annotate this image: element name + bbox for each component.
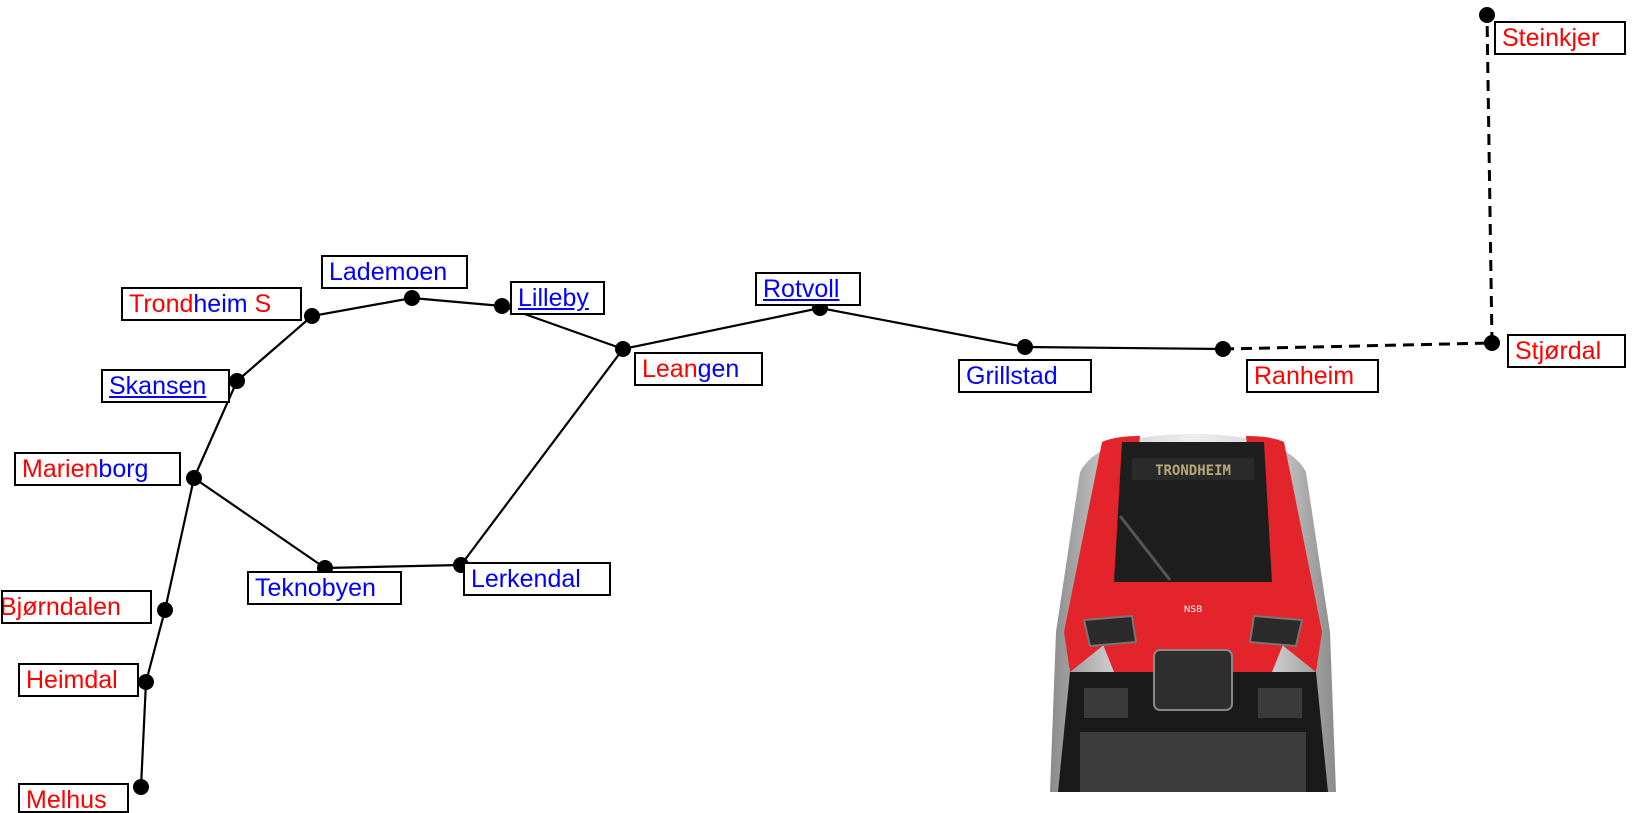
- label-bjorndalen[interactable]: Bjørndalen: [1, 590, 152, 624]
- dot-lademoen: [404, 290, 420, 306]
- line-stjordal-steinkjer-dashed: [1485, 14, 1494, 344]
- station-name-part: S: [247, 290, 272, 318]
- train-coupler: [1153, 649, 1233, 711]
- dot-skansen: [229, 373, 245, 389]
- station-name-part: Skansen: [109, 372, 207, 400]
- line-teknobyen-lerkendal: [324, 563, 462, 570]
- label-lilleby[interactable]: Lilleby: [510, 281, 605, 315]
- label-skansen[interactable]: Skansen: [101, 369, 230, 403]
- dot-grillstad: [1017, 339, 1033, 355]
- dot-lilleby: [494, 298, 510, 314]
- label-stjordal[interactable]: Stjørdal: [1507, 334, 1626, 368]
- train-logo: NSB: [1184, 605, 1203, 615]
- station-name-part: Ranheim: [1254, 362, 1355, 390]
- label-lerkendal[interactable]: Lerkendal: [463, 562, 611, 596]
- station-name-part: gen: [697, 355, 740, 383]
- label-trondheim-s[interactable]: Trondheim S: [121, 287, 302, 321]
- train-grille-right: [1258, 688, 1302, 718]
- label-rotvoll[interactable]: Rotvoll: [755, 272, 861, 306]
- station-name-part: Trond: [129, 290, 194, 318]
- line-lerkendal-leangen: [460, 348, 624, 566]
- station-name-part: Lademoen: [329, 258, 448, 286]
- rail-lines: [139, 14, 1494, 788]
- label-teknobyen[interactable]: Teknobyen: [247, 571, 402, 605]
- dot-stjordal: [1484, 335, 1500, 351]
- label-grillstad[interactable]: Grillstad: [958, 359, 1092, 393]
- station-name-part: heim: [193, 290, 248, 318]
- line-leangen-ranheim: [622, 306, 1224, 351]
- line-marienborg-teknobyen: [193, 477, 326, 569]
- label-marienborg[interactable]: Marienborg: [14, 452, 181, 486]
- station-name-part: Bjørndalen: [1, 593, 121, 621]
- line-marienborg-melhus: [139, 477, 196, 788]
- line-ranheim-stjordal-dashed: [1222, 341, 1493, 351]
- train-destination-sign: TRONDHEIM: [1155, 463, 1231, 479]
- train-headlight-left: [1082, 614, 1138, 648]
- train-sign-panel: [1132, 458, 1254, 480]
- station-name-part: Steinkjer: [1502, 24, 1600, 52]
- station-name-part: Lerkendal: [471, 565, 581, 593]
- station-name-part: Marien: [22, 455, 99, 483]
- dot-leangen: [615, 341, 631, 357]
- train-front-red: [1102, 582, 1284, 672]
- dot-marienborg: [186, 470, 202, 486]
- train-grille-left: [1084, 688, 1128, 718]
- station-name-part: Rotvoll: [763, 275, 840, 303]
- dot-melhus: [133, 779, 149, 795]
- station-name-part: Lean: [642, 355, 698, 383]
- dot-steinkjer: [1479, 7, 1495, 23]
- label-melhus[interactable]: Melhus: [18, 783, 129, 813]
- label-steinkjer[interactable]: Steinkjer: [1494, 21, 1626, 55]
- train-skirt: [1080, 732, 1306, 792]
- station-name-part: Stjørdal: [1515, 337, 1602, 365]
- station-name-part: Heimdal: [26, 666, 118, 694]
- station-name-part: Teknobyen: [255, 574, 376, 602]
- station-name-part: Lilleby: [518, 284, 589, 312]
- train-headlight-right: [1248, 614, 1304, 648]
- train-front-illustration: TRONDHEIM NSB: [1050, 434, 1336, 792]
- dot-heimdal: [138, 674, 154, 690]
- dot-trondheim-s: [304, 308, 320, 324]
- label-ranheim[interactable]: Ranheim: [1246, 359, 1379, 393]
- dot-ranheim: [1215, 341, 1231, 357]
- station-name-part: Grillstad: [966, 362, 1058, 390]
- train-wiper: [1118, 515, 1172, 581]
- dot-bjorndalen: [157, 602, 173, 618]
- label-leangen[interactable]: Leangen: [634, 352, 763, 386]
- label-lademoen[interactable]: Lademoen: [321, 255, 468, 289]
- station-name-part: Melhus: [26, 786, 107, 813]
- station-name-part: borg: [98, 455, 149, 483]
- label-heimdal[interactable]: Heimdal: [18, 663, 139, 697]
